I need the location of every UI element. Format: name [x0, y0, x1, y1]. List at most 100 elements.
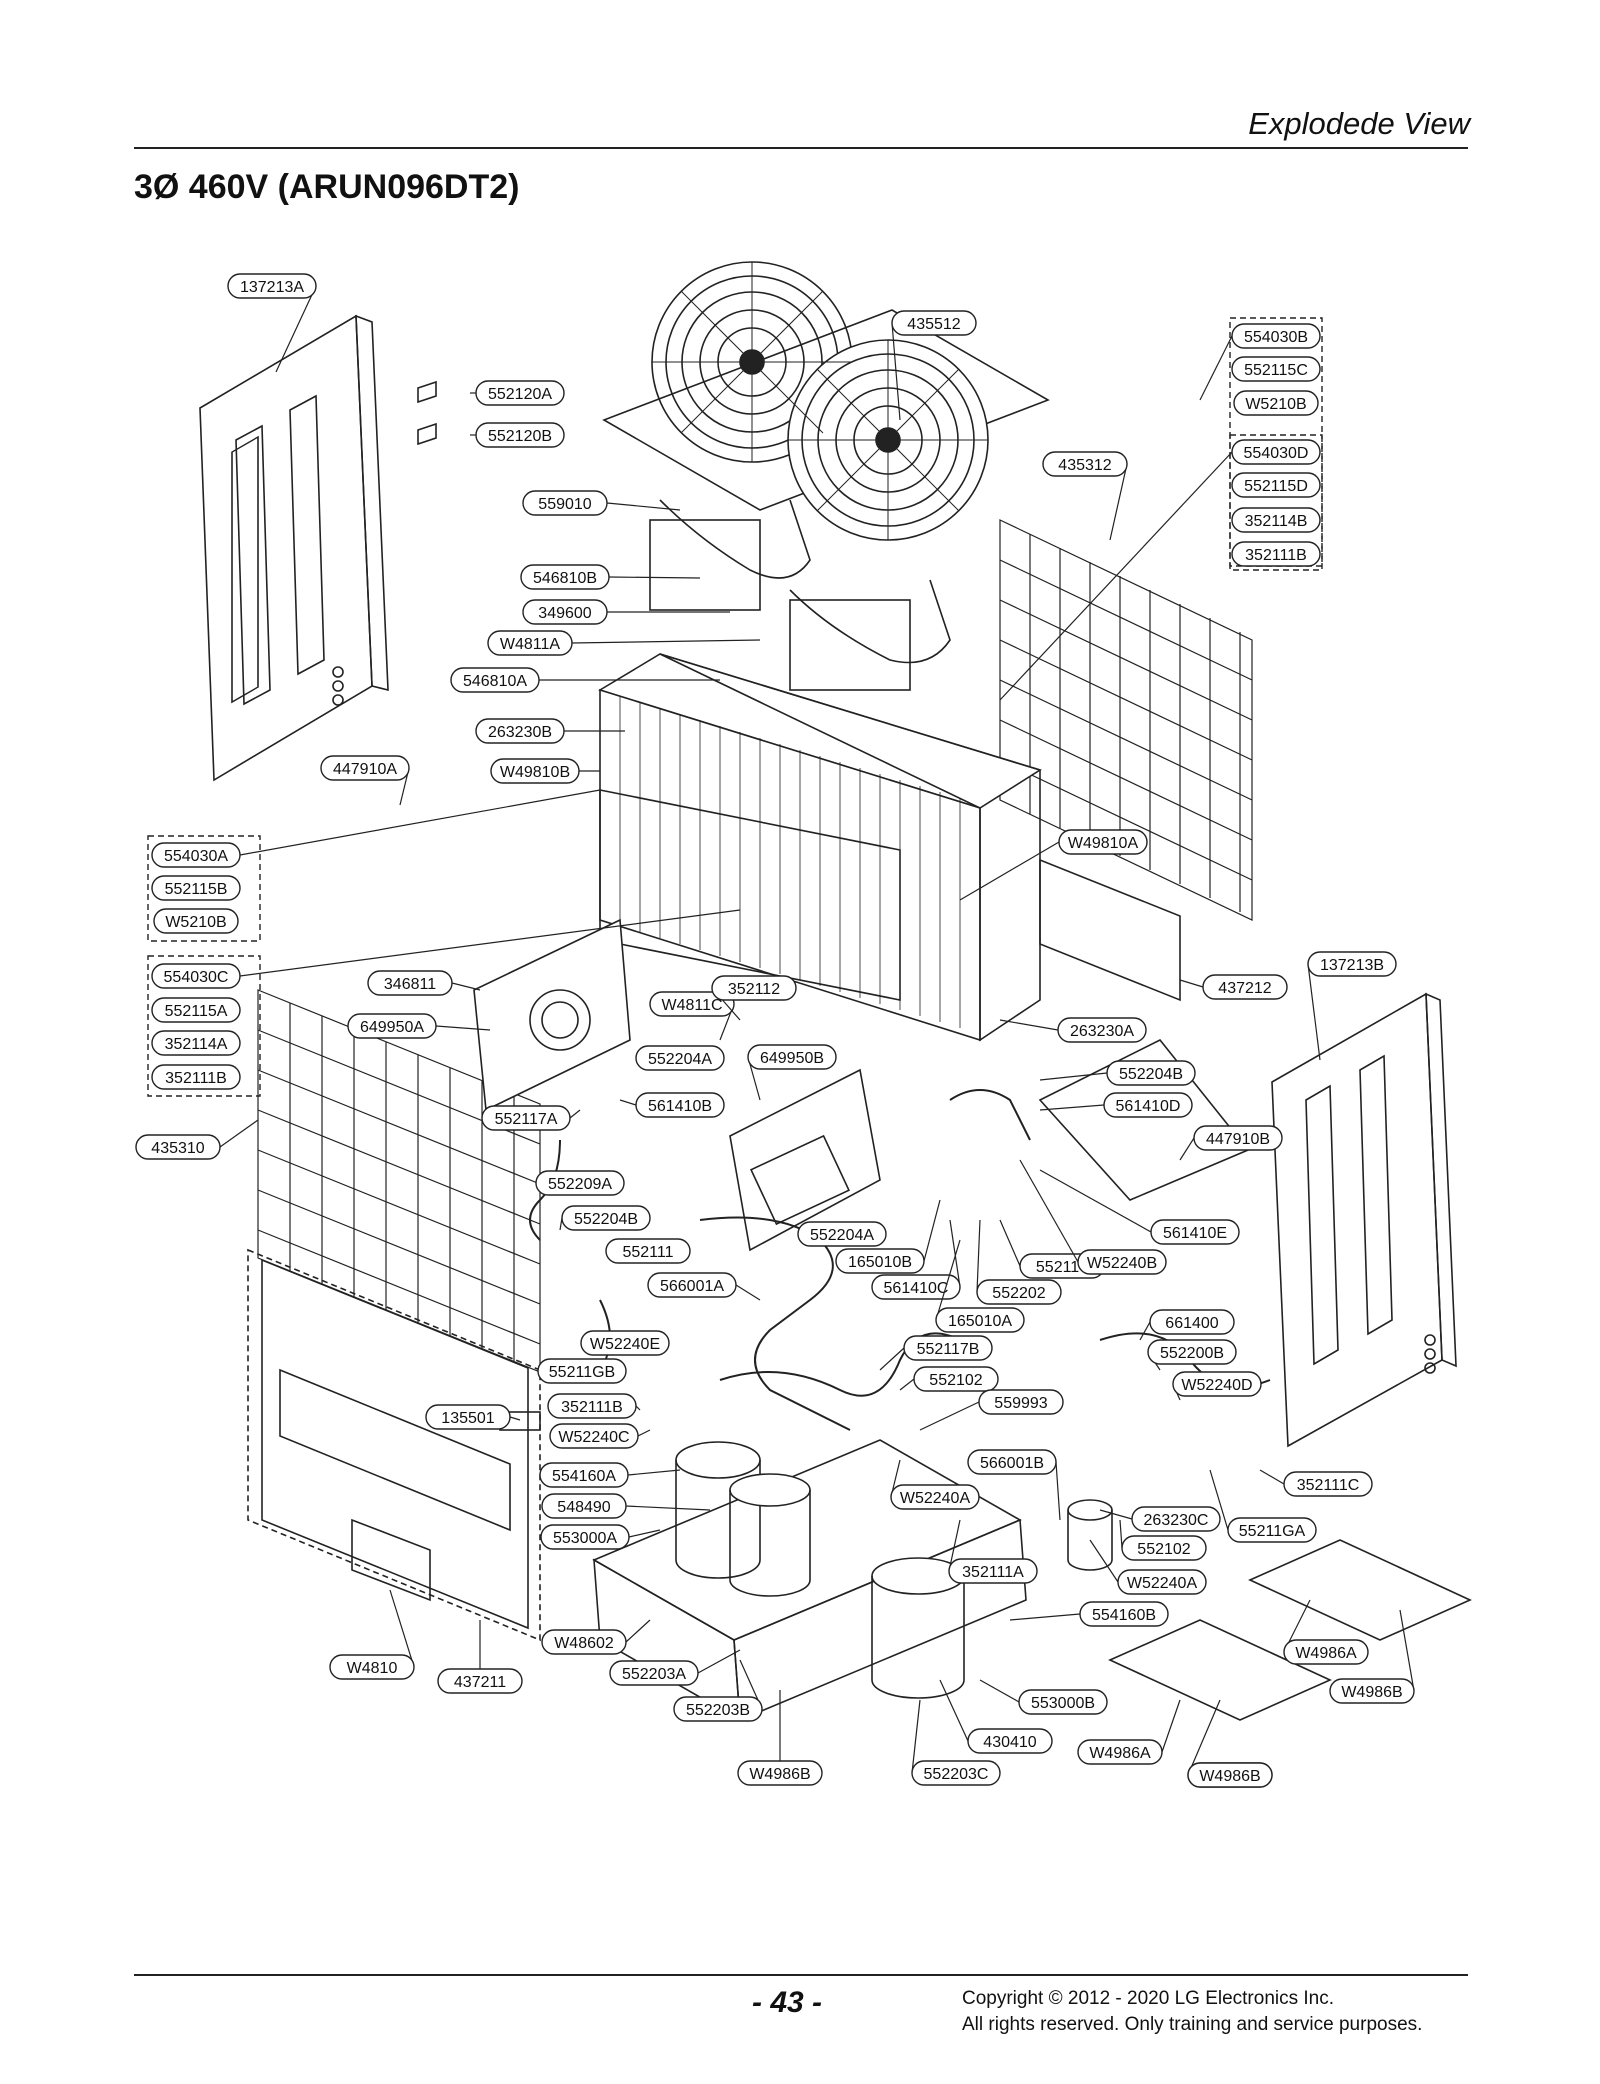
leader-line [935, 1239, 961, 1321]
callout-group-box [1229, 434, 1323, 571]
callout-label: 352111B [1245, 547, 1307, 564]
leader-line [1019, 1159, 1079, 1263]
page-number: - 43 - [752, 1986, 823, 2019]
callout-label: W5210B [165, 914, 226, 931]
callout-label: 552117A [495, 1111, 558, 1128]
callout-bubble [935, 1307, 1025, 1333]
callout-bubble [561, 1205, 651, 1231]
callout-label: 554030D [1244, 445, 1309, 462]
callout-label: W52240D [1181, 1377, 1252, 1394]
leader-line [1179, 979, 1204, 988]
leader-line [1259, 1469, 1285, 1485]
callout-bubble [711, 975, 797, 1001]
leader-line [919, 1401, 980, 1431]
leader-line [959, 841, 1060, 901]
callout-bubble [151, 997, 241, 1023]
footer-rule [134, 1974, 1468, 1976]
callout-label: 552115D [1244, 478, 1308, 495]
left-side-panel [199, 314, 389, 782]
callout-bubble [541, 1493, 627, 1519]
leader-line [1179, 1137, 1195, 1161]
callout-bubble [967, 1449, 1057, 1475]
heat-exchanger [598, 653, 1042, 1042]
callout-label: 552204B [574, 1211, 638, 1228]
callout-bubble [151, 875, 241, 901]
callout-label: W52240C [558, 1429, 629, 1446]
callout-bubble [1058, 829, 1148, 855]
leader-line [948, 1519, 961, 1572]
callout-label: 561410E [1163, 1225, 1227, 1242]
leader-line [1209, 1469, 1229, 1531]
callout-bubble [437, 1668, 523, 1694]
callout-bubble [649, 991, 735, 1017]
callout-group-box [147, 835, 261, 942]
callout-label: 552204B [1119, 1066, 1183, 1083]
callout-label: 552209A [548, 1176, 612, 1193]
leader-line [625, 1619, 651, 1643]
callout-label: 552202 [992, 1285, 1045, 1302]
leader-line [1139, 1321, 1151, 1341]
callout-label: W4986A [1089, 1745, 1151, 1762]
callout-label: 430410 [983, 1734, 1036, 1751]
leader-line [619, 1099, 637, 1106]
callout-bubble [1202, 974, 1288, 1000]
callout-bubble [153, 908, 239, 934]
callout-label: 352114A [165, 1036, 228, 1053]
leader-line [1039, 1072, 1108, 1081]
callout-bubble [797, 1221, 887, 1247]
callout-bubble [1231, 541, 1321, 567]
callout-label: 559010 [538, 496, 591, 513]
leader-line [571, 639, 761, 644]
callout-bubble [1077, 1249, 1167, 1275]
callout-bubble [747, 1044, 837, 1070]
callout-bubble [913, 1366, 999, 1392]
callout-bubble [539, 1462, 629, 1488]
callout-bubble [737, 1760, 823, 1786]
callout-bubble [347, 1013, 437, 1039]
leader-line [999, 451, 1233, 701]
callout-bubble [135, 1134, 221, 1160]
leader-line [239, 789, 601, 856]
leader-line [451, 982, 481, 991]
callout-bubble [522, 599, 608, 625]
callout-label: 346811 [384, 976, 436, 993]
callout-label: W48602 [554, 1635, 614, 1652]
callout-label: 552117B [917, 1341, 980, 1358]
leader-line [569, 1109, 581, 1119]
callout-bubble [1106, 1060, 1196, 1086]
callout-bubble [1117, 1569, 1207, 1595]
front-panel [247, 1248, 541, 1642]
callout-bubble [475, 380, 565, 406]
control-box [473, 918, 881, 1252]
callout-bubble [367, 970, 453, 996]
callout-label: 435310 [151, 1140, 204, 1157]
callout-bubble [537, 1358, 627, 1384]
leader-line [999, 1219, 1021, 1267]
callout-label: 649950B [760, 1050, 824, 1067]
leader-line [606, 502, 681, 511]
callout-bubble [1231, 356, 1321, 382]
callout-bubble [673, 1696, 763, 1722]
right-grille [999, 519, 1253, 921]
callout-label: 552204A [810, 1227, 874, 1244]
callout-label: 561410B [648, 1098, 712, 1115]
leader-line [628, 1529, 661, 1538]
callout-bubble [481, 1105, 571, 1131]
callout-bubble [1283, 1639, 1369, 1665]
callout-label: 352111A [962, 1564, 1024, 1581]
leader-line [1009, 1613, 1081, 1621]
callout-bubble [1121, 1535, 1207, 1561]
callout-bubble [227, 273, 317, 299]
callout-label: 552204A [648, 1051, 712, 1068]
callout-bubble [635, 1092, 725, 1118]
callout-bubble [1329, 1678, 1415, 1704]
callout-label: 546810A [463, 673, 527, 690]
leader-line [999, 1019, 1059, 1031]
callout-bubble [835, 1248, 925, 1274]
callout-bubble [967, 1728, 1053, 1754]
callout-label: W4811C [661, 997, 722, 1014]
leader-line [1039, 1104, 1105, 1111]
section-title: Explodede View [1248, 106, 1470, 141]
header-rule [134, 147, 1468, 149]
